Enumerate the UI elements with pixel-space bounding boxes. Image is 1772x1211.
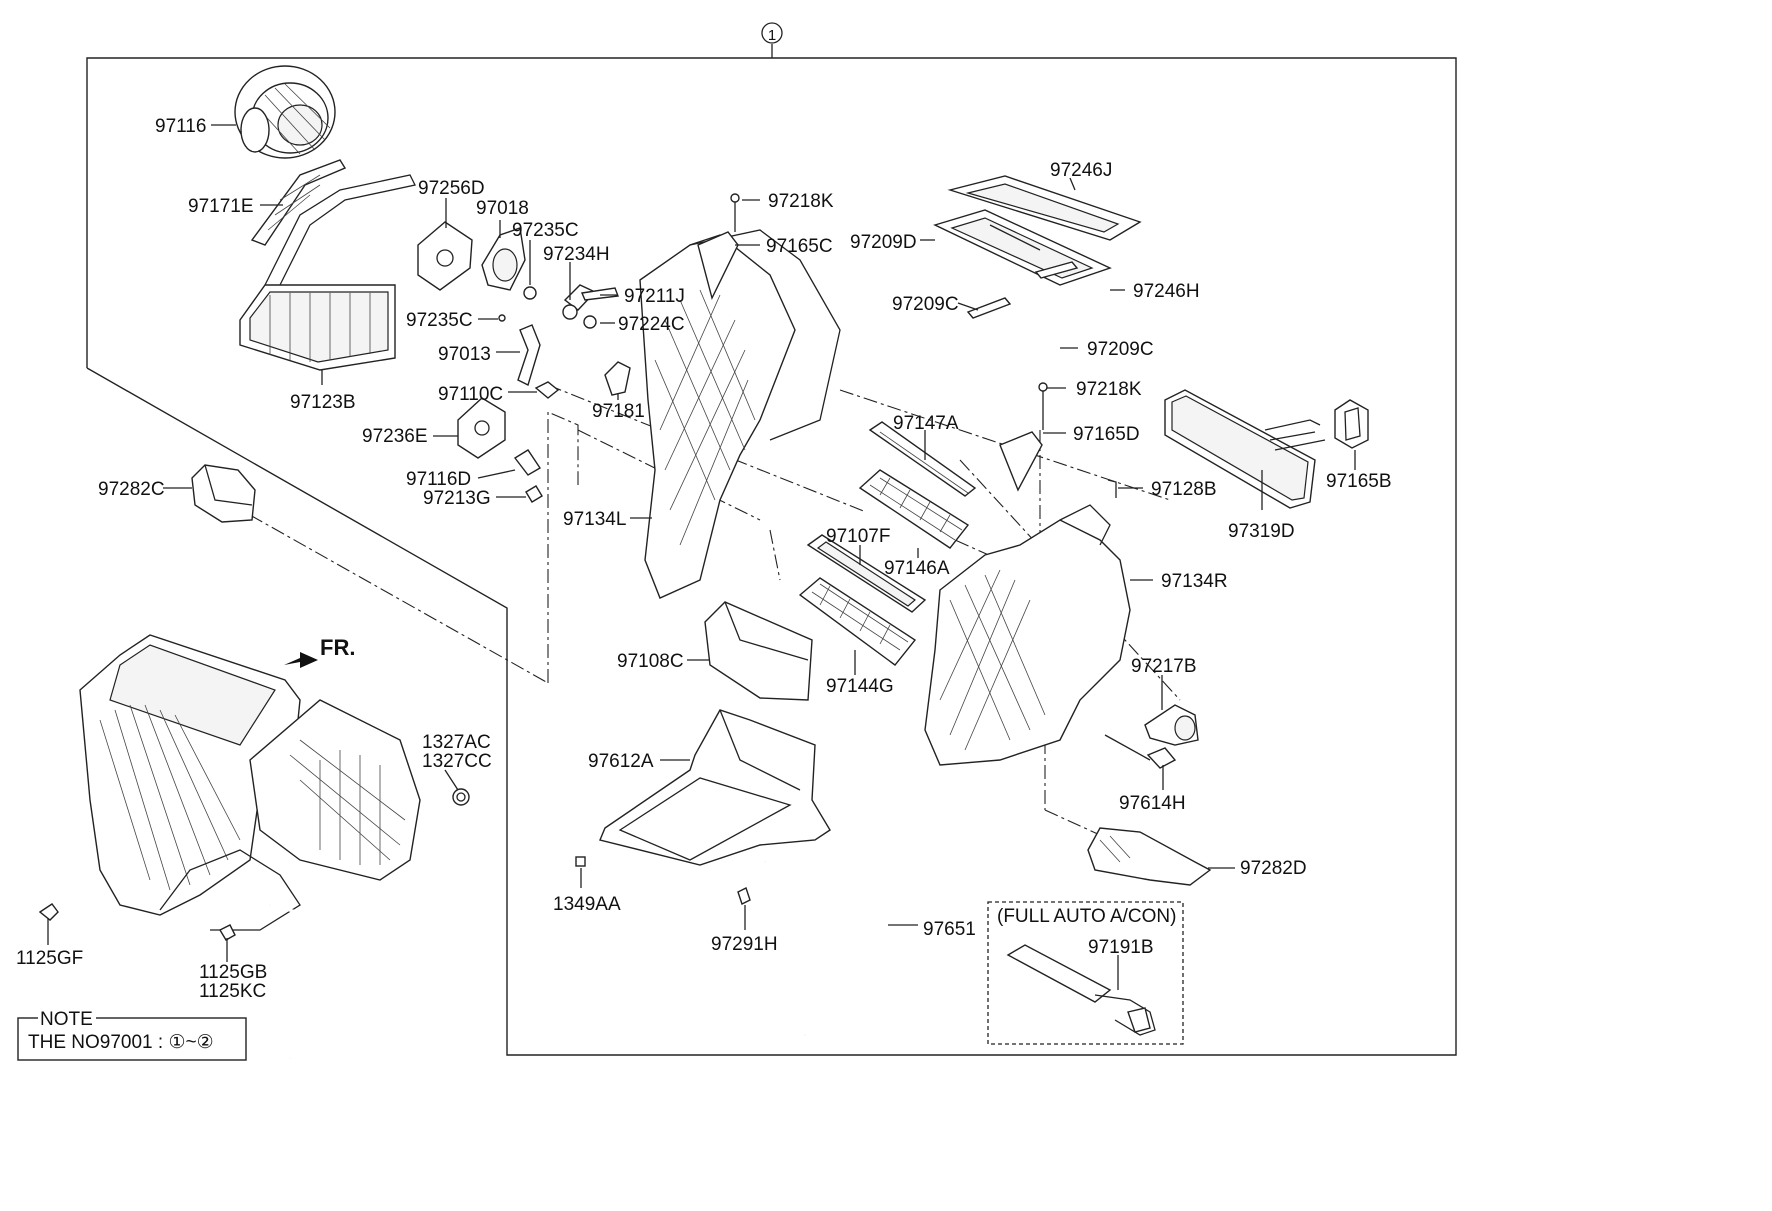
filter-strips-part — [966, 261, 1079, 319]
callout-97209c-b: 97209C — [1087, 339, 1154, 360]
connector-97217b-part — [1144, 704, 1199, 746]
power-transistor-part — [1006, 944, 1156, 1036]
front-label: FR. — [320, 635, 355, 660]
seal-plate-right-part — [999, 382, 1048, 492]
callout-1125kc: 1125KC — [199, 981, 266, 1002]
callout-97110c: 97110C — [438, 384, 503, 405]
guide-lines — [249, 245, 1181, 836]
callout-97146a: 97146A — [884, 558, 950, 579]
actuator-upper-part — [417, 221, 473, 291]
callout-1349aa: 1349AA — [553, 894, 621, 915]
duct-left-part — [191, 464, 256, 523]
callout-97116: 97116 — [155, 116, 206, 137]
callout-97165c: 97165C — [766, 236, 833, 257]
door-97147a-part — [868, 421, 977, 497]
callout-97256d: 97256D — [418, 178, 485, 199]
callout-1327ac: 1327AC — [422, 732, 491, 753]
door-97146a-part — [858, 469, 970, 549]
clip-1349aa-part — [575, 856, 586, 867]
heater-core-part — [239, 174, 416, 371]
gasket-97165b-part — [1334, 399, 1369, 449]
callout-97224c: 97224C — [618, 314, 685, 335]
blower-motor-part — [234, 65, 336, 159]
callout-97282d: 97282D — [1240, 858, 1307, 879]
callout-97134l: 97134L — [563, 509, 626, 530]
callout-97612a: 97612A — [588, 751, 654, 772]
duct-97282d-part — [1087, 827, 1212, 886]
callout-97013: 97013 — [438, 344, 491, 365]
note-title: NOTE — [40, 1009, 93, 1030]
callout-97213g: 97213G — [423, 488, 491, 509]
callout-97147a: 97147A — [893, 413, 959, 434]
callout-97246j: 97246J — [1050, 160, 1112, 181]
callout-97165d: 97165D — [1073, 424, 1140, 445]
callout-97209d: 97209D — [850, 232, 917, 253]
callout-97116d: 97116D — [406, 469, 471, 490]
callout-97235c-a: 97235C — [512, 220, 579, 241]
callout-97107f: 97107F — [826, 526, 890, 547]
drain-hose-part — [764, 860, 884, 1036]
clip-97128b-part — [1107, 479, 1117, 498]
callout-97235c-b: 97235C — [406, 310, 473, 331]
wiring-bracket-part — [250, 159, 347, 246]
filter-frame-upper-part — [947, 175, 1142, 241]
callout-97246h: 97246H — [1133, 281, 1200, 302]
callout-1125gb: 1125GB — [199, 962, 267, 983]
callout-97209c-a: 97209C — [892, 294, 959, 315]
callout-97234h: 97234H — [543, 244, 610, 265]
leader-lines — [47, 124, 1356, 990]
full-auto-box — [987, 901, 1184, 1045]
main-outline: 1 — [86, 22, 1457, 1056]
callout-97651: 97651 — [923, 919, 976, 940]
callout-97217b: 97217B — [1131, 656, 1197, 677]
callout-97165b: 97165B — [1326, 471, 1392, 492]
case-right-part — [924, 504, 1131, 766]
callout-97144g: 97144G — [826, 676, 894, 697]
callout-97282c: 97282C — [98, 479, 165, 500]
callout-97171e: 97171E — [188, 196, 254, 217]
callout-1125gf: 1125GF — [16, 948, 83, 969]
front-arrow: FR. — [284, 635, 355, 668]
callout-circle-1: 1 — [768, 27, 776, 44]
callout-97614h: 97614H — [1119, 793, 1186, 814]
callout-97018: 97018 — [476, 198, 529, 219]
evaporator-part — [1164, 389, 1326, 509]
callout-1327cc: 1327CC — [422, 751, 492, 772]
callout-97134r: 97134R — [1161, 571, 1228, 592]
callout-97181: 97181 — [592, 401, 645, 422]
actuator-lower-part — [457, 397, 506, 459]
callout-97291h: 97291H — [711, 934, 778, 955]
callout-labels: 97116 97171E 97256D 97018 97235C 97234H … — [16, 116, 1392, 1002]
callout-97128b: 97128B — [1151, 479, 1217, 500]
callout-97319d: 97319D — [1228, 521, 1295, 542]
callout-97191b: 97191B — [1088, 937, 1154, 958]
callout-97218k-b: 97218K — [1076, 379, 1142, 400]
full-auto-label: (FULL AUTO A/CON) — [997, 906, 1176, 927]
door-97144g-part — [798, 577, 917, 666]
assembled-unit-part — [38, 634, 470, 1059]
callout-97236e: 97236E — [362, 426, 428, 447]
door-97107f-part — [806, 534, 927, 613]
linkage-parts — [498, 284, 631, 503]
callout-97108c: 97108C — [617, 651, 684, 672]
callout-97218k-a: 97218K — [768, 191, 834, 212]
duct-97108c-part — [704, 601, 813, 701]
note-box: NOTE THE NO97001 : ①~② — [17, 1008, 247, 1061]
callout-97211j: 97211J — [624, 286, 685, 307]
sensor-97614h-part — [1104, 734, 1177, 769]
callout-97123b: 97123B — [290, 392, 356, 413]
clip-97291h-part — [737, 887, 751, 905]
note-text: THE NO97001 : ①~② — [28, 1032, 214, 1053]
lower-case-part — [599, 709, 831, 866]
